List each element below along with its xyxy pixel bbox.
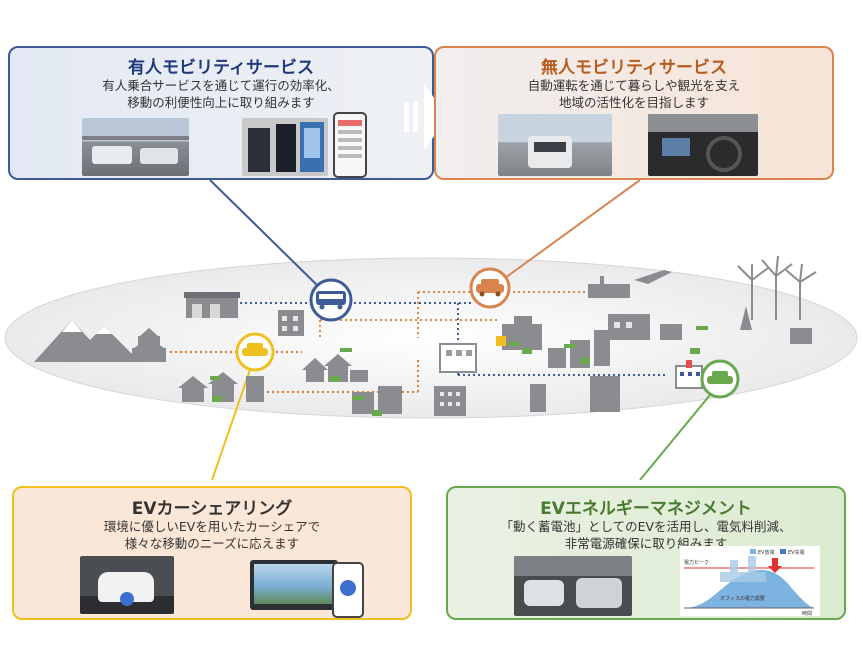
manned-mobility-desc-line1: 有人乗合サービスを通じて運行の効率化、 <box>102 78 340 93</box>
peak-label: 電力ピーク <box>684 559 709 566</box>
carshare-connector-line <box>211 369 251 480</box>
ev-energy-desc-line1: 「動く蓄電池」としてのEVを活用し、電気料削減、 <box>500 519 792 534</box>
demand-area <box>686 570 814 608</box>
unmanned-mobility-desc-line1: 自動運転を通じて暮らしや観光を支え <box>527 78 741 93</box>
ev-energy-title: EVエネルギーマネジメント <box>540 499 752 519</box>
unmanned-mobility-desc-line2: 地域の活性化を目指します <box>558 95 709 110</box>
unmanned-connector-line <box>504 180 641 279</box>
city-map-diagram <box>4 180 858 480</box>
bus-circle-icon <box>309 278 353 322</box>
ev-parking-photo <box>80 556 174 614</box>
ev-energy-circle-icon <box>700 359 740 399</box>
manned-mobility-panel: 有人モビリティサービス 有人乗合サービスを通じて運行の効率化、 移動の利便性向上… <box>8 46 434 180</box>
x-axis-label: 時間 <box>802 611 812 616</box>
manned-mobility-title: 有人モビリティサービス <box>128 58 314 78</box>
wind-turbines-icon <box>737 255 817 320</box>
mountains-icon <box>34 320 140 362</box>
store-building-icon <box>184 292 240 318</box>
ev-charging-photo <box>514 556 632 616</box>
station-building-icon <box>439 343 477 373</box>
ev-carshare-title: EVカーシェアリング <box>131 499 293 519</box>
houses-left-icon <box>178 372 264 402</box>
unmanned-mobility-panel: 無人モビリティサービス 自動運転を通じて暮らしや観光を支え 地域の活性化を目指し… <box>434 46 834 180</box>
ev-energy-panel: EVエネルギーマネジメント 「動く蓄電池」としてのEVを活用し、電気料削減、 非… <box>446 486 846 620</box>
down-arrow <box>768 558 782 573</box>
office-demand-label: オフィスの電力需要 <box>720 595 765 602</box>
autonomous-bus-photo <box>498 114 612 176</box>
houses-center-icon <box>302 354 402 414</box>
castle-icon <box>132 328 166 362</box>
ev-charging-icons <box>212 348 700 416</box>
building-silhouette <box>720 556 766 582</box>
ev-carshare-desc-line1: 環境に優しいEVを用いたカーシェアで <box>103 519 321 534</box>
ev-carshare-desc-line2: 様々な移動のニーズに応えます <box>124 536 300 551</box>
energy-demand-chart: EV放電 EV充電 電力ピーク オフィスの電力需要 時間 <box>680 546 820 616</box>
phone-app-photo <box>332 562 364 618</box>
ev-car-circle-icon <box>235 332 275 372</box>
manned-mobility-desc-line2: 移動の利便性向上に取り組みます <box>127 95 315 110</box>
power-pylon-icon <box>740 306 812 344</box>
unmanned-mobility-title: 無人モビリティサービス <box>541 58 727 78</box>
vehicle-cockpit-photo <box>648 114 758 176</box>
legend-discharge-swatch <box>750 549 756 554</box>
bus-depot-photo <box>82 118 189 176</box>
autonomous-car-circle-icon <box>469 267 511 309</box>
legend-charge-swatch <box>780 549 786 554</box>
office-tower-icon <box>434 386 466 416</box>
apartment-building-icon <box>278 310 304 336</box>
ev-carshare-panel: EVカーシェアリング 環境に優しいEVを用いたカーシェアで 様々な移動のニーズに… <box>12 486 412 620</box>
kiosk-photo <box>242 118 328 176</box>
airport-icon <box>588 270 672 298</box>
legend-discharge: EV放電 <box>758 549 775 556</box>
legend-charge: EV充電 <box>788 549 805 556</box>
laptop-app-photo <box>250 560 338 610</box>
solar-panels-icon <box>210 326 708 400</box>
smartphone-app-photo <box>333 112 367 178</box>
manned-connector-line <box>209 180 321 289</box>
energy-connector-line <box>639 394 711 480</box>
factory-icon <box>608 314 682 340</box>
unmanned-route-lines <box>319 291 598 340</box>
